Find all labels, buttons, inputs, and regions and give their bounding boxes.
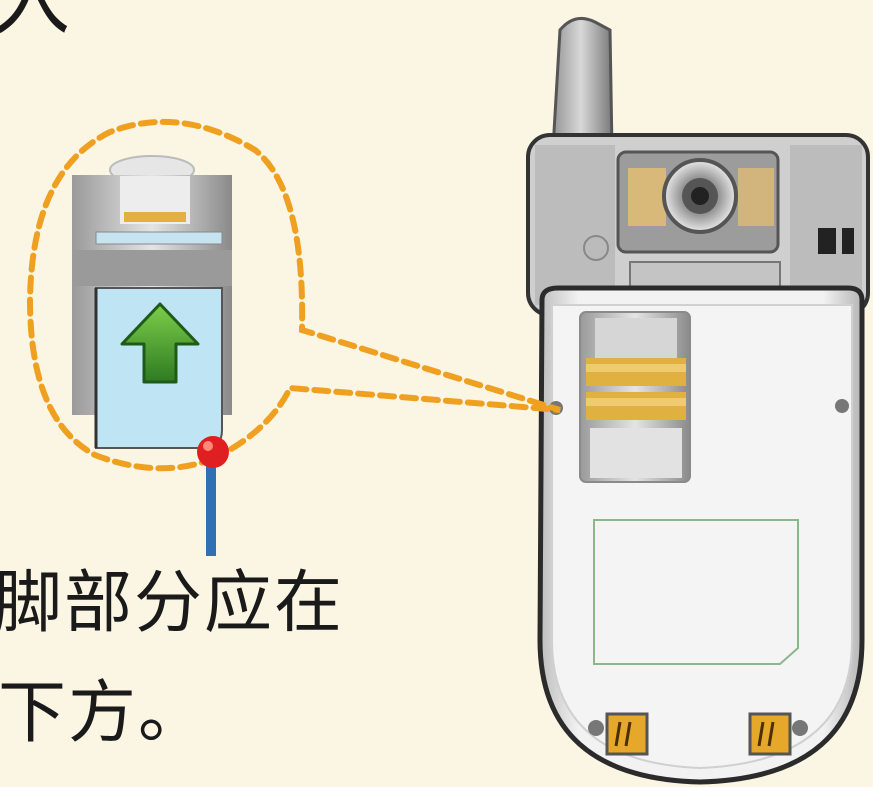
insert-direction-arrow-icon: [120, 302, 200, 384]
caption-line-2: 下方。: [0, 674, 209, 753]
callout-outline: [26, 118, 561, 472]
caption-line-1: 脚部分应在: [0, 564, 345, 643]
heading-fragment: 入: [0, 0, 71, 46]
battery-area: [593, 519, 799, 665]
battery-contact-left: [605, 712, 649, 756]
cut-corner-pointer: [197, 436, 229, 556]
phone-back: [526, 16, 870, 785]
camera-module: [616, 150, 780, 254]
phone-sim-slot: [579, 311, 691, 483]
sim-card: [94, 287, 223, 449]
battery-contact-right: [748, 712, 792, 756]
